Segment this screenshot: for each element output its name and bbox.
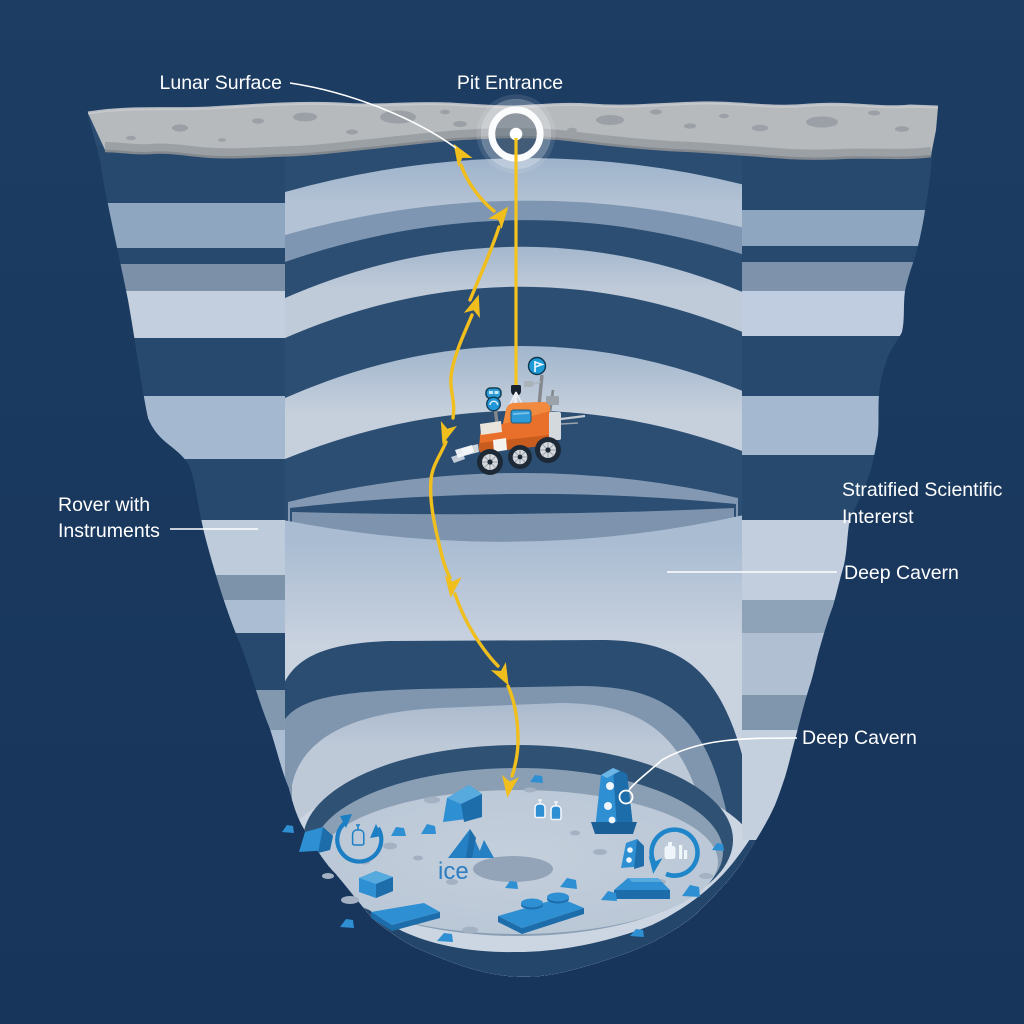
svg-text:Rover with: Rover with [58,494,150,516]
svg-text:Instruments: Instruments [58,520,160,542]
svg-text:Deep Cavern: Deep Cavern [802,727,917,749]
svg-text:ice: ice [438,858,469,885]
svg-text:Stratified Scientific: Stratified Scientific [842,479,1003,501]
svg-text:Intererst: Intererst [842,506,914,528]
svg-text:Pit Entrance: Pit Entrance [457,72,563,94]
svg-text:Deep Cavern: Deep Cavern [844,562,959,584]
svg-text:Lunar Surface: Lunar Surface [160,72,283,94]
